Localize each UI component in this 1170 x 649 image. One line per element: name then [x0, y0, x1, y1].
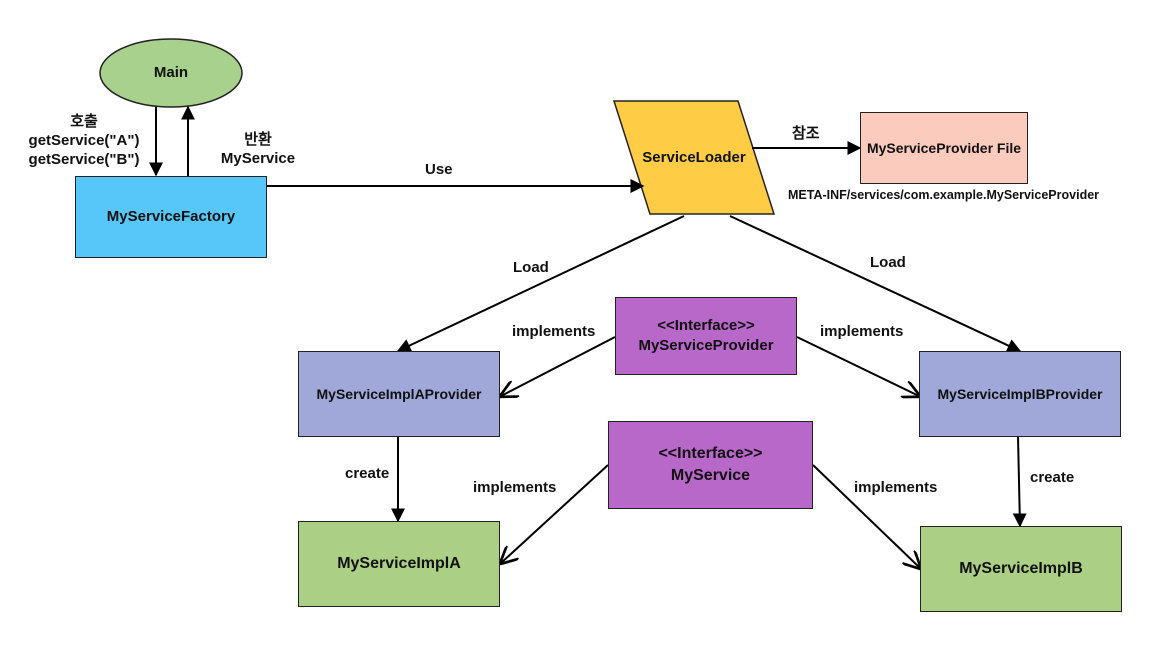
implements-a-label: implements — [473, 479, 557, 496]
impl-b-label: MyServiceImplB — [959, 560, 1083, 577]
load-a-arrow — [396, 215, 685, 352]
interface-provider-stereotype: <<Interface>> — [657, 317, 755, 334]
call-label: 호출 getService("A") getService("B") — [20, 112, 148, 169]
implements-a-arrow — [501, 464, 609, 563]
impl-a-provider-node[interactable]: MyServiceImplAProvider — [298, 351, 500, 437]
implements-b-arrow — [812, 464, 920, 568]
create-a-label: create — [345, 465, 390, 482]
call-label-line-1: 호출 — [70, 113, 98, 130]
impl-a-provider-label: MyServiceImplAProvider — [316, 386, 482, 402]
load-b-label: Load — [870, 254, 906, 271]
main-node-shape — [99, 38, 243, 108]
service-factory-label: MyServiceFactory — [106, 208, 236, 225]
impl-b-provider-label: MyServiceImplBProvider — [937, 386, 1103, 402]
call-label-line-2: getService("A") — [28, 132, 140, 149]
interface-service-node[interactable]: <<Interface>> MyService — [608, 421, 813, 509]
service-loader-node[interactable]: ServiceLoader — [630, 148, 758, 168]
implements-provider-b-arrow — [796, 336, 919, 396]
call-label-line-3: getService("B") — [28, 151, 140, 168]
implements-provider-a-label: implements — [512, 323, 596, 340]
impl-b-node[interactable]: MyServiceImplB — [920, 526, 1122, 612]
impl-a-node[interactable]: MyServiceImplA — [298, 521, 500, 607]
impl-a-label: MyServiceImplA — [337, 555, 461, 572]
return-label: 반환 MyService — [215, 130, 301, 168]
service-loader-shape — [612, 100, 776, 215]
load-b-arrow — [729, 215, 1022, 353]
implements-b-label: implements — [854, 479, 938, 496]
interface-service-stereotype: <<Interface>> — [658, 445, 763, 462]
implements-provider-b-label: implements — [820, 323, 904, 340]
provider-file-label: MyServiceProvider File — [866, 140, 1022, 156]
load-a-label: Load — [513, 259, 549, 276]
service-loader-label: ServiceLoader — [642, 149, 746, 166]
reference-label: 참조 — [792, 125, 820, 142]
main-label: Main — [153, 64, 189, 81]
interface-service-name: MyService — [670, 467, 751, 484]
impl-b-provider-node[interactable]: MyServiceImplBProvider — [919, 351, 1121, 437]
interface-provider-node[interactable]: <<Interface>> MyServiceProvider — [615, 297, 797, 375]
return-label-line-1: 반환 — [244, 131, 272, 148]
implements-provider-a-arrow — [501, 336, 616, 396]
return-label-line-2: MyService — [220, 150, 296, 167]
provider-file-node[interactable]: MyServiceProvider File — [860, 112, 1028, 184]
create-b-arrow — [1012, 436, 1027, 528]
interface-provider-name: MyServiceProvider — [638, 337, 774, 354]
use-label: Use — [425, 161, 453, 178]
main-node[interactable]: Main — [100, 63, 242, 83]
service-factory-node[interactable]: MyServiceFactory — [75, 176, 267, 258]
create-b-label: create — [1030, 469, 1075, 486]
file-path-label: META-INF/services/com.example.MyServiceP… — [788, 188, 1100, 202]
